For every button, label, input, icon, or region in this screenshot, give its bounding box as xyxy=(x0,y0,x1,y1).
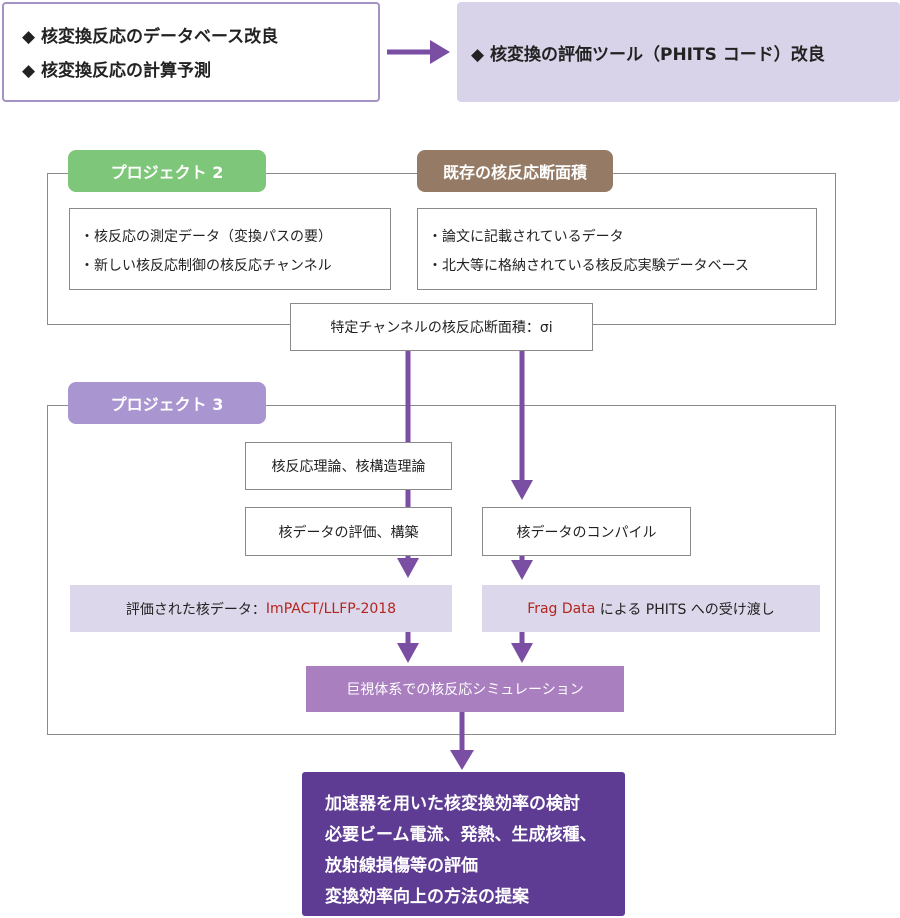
evaluated-data-name: ImPACT/LLFP-2018 xyxy=(265,600,397,617)
existing-tab-label: 既存の核反応断面積 xyxy=(442,163,587,182)
evaluated-prefix: 評価された核データ： xyxy=(125,601,266,618)
final-line-3: 放射線損傷等の評価 xyxy=(325,856,478,876)
project3-frame xyxy=(47,405,836,735)
top-right-tool-box: ◆ 核変換の評価ツール（PHITS コード）改良 xyxy=(457,2,900,102)
final-line-2: 必要ビーム電流、発熱、生成核種、 xyxy=(325,825,597,845)
simulation-label: 巨視体系での核反応シミュレーション xyxy=(346,682,584,698)
evaluated-data-box: 評価された核データ：ImPACT/LLFP-2018 xyxy=(70,585,452,632)
compile-label: 核データのコンパイル xyxy=(516,524,657,541)
project2-item-measurement: ・核反応の測定データ（変換パスの要） xyxy=(80,229,332,245)
goal-item-database: ◆ 核変換反応のデータベース改良 xyxy=(22,27,279,47)
existing-item-papers: ・論文に記載されているデータ xyxy=(428,229,624,245)
theory-label: 核反応理論、核構造理論 xyxy=(271,459,426,475)
arrow-right-head xyxy=(511,480,533,500)
arrow-eval-sim-head xyxy=(397,643,419,663)
existing-cross-section-tab: 既存の核反応断面積 xyxy=(417,150,613,192)
final-results-box: 加速器を用いた核変換効率の検討 必要ビーム電流、発熱、生成核種、 放射線損傷等の… xyxy=(302,772,625,916)
arrow-compile-head xyxy=(511,560,533,580)
theory-box: 核反応理論、核構造理論 xyxy=(245,442,452,490)
frag-data-box: Frag Data による PHITS への受け渡し xyxy=(482,585,820,632)
project2-tab-label: プロジェクト 2 xyxy=(110,163,224,182)
project2-list-box: ・核反応の測定データ（変換パスの要） ・新しい核反応制御の核反応チャンネル xyxy=(69,208,391,290)
project3-tab: プロジェクト 3 xyxy=(68,382,266,424)
project2-item-channel: ・新しい核反応制御の核反応チャンネル xyxy=(80,258,332,274)
tool-improvement-text: ◆ 核変換の評価ツール（PHITS コード）改良 xyxy=(471,44,825,65)
project3-tab-label: プロジェクト 3 xyxy=(110,395,224,414)
evaluation-label: 核データの評価、構築 xyxy=(278,524,419,541)
evaluation-box: 核データの評価、構築 xyxy=(245,507,452,556)
existing-list-box: ・論文に記載されているデータ ・北大等に格納されている核反応実験データベース xyxy=(417,208,817,290)
final-line-1: 加速器を用いた核変換効率の検討 xyxy=(325,794,580,814)
frag-data-name: Frag Data xyxy=(527,600,596,617)
goal-item-prediction: ◆ 核変換反応の計算予測 xyxy=(22,61,211,81)
frag-data-suffix: による PHITS への受け渡し xyxy=(595,601,775,618)
compile-box: 核データのコンパイル xyxy=(482,507,691,556)
cross-section-label: 特定チャンネルの核反応断面積：σi xyxy=(330,320,553,336)
existing-item-database: ・北大等に格納されている核反応実験データベース xyxy=(428,258,749,274)
arrow-frag-sim-head xyxy=(511,643,533,663)
arrow-sim-final-head xyxy=(450,750,474,770)
final-line-4: 変換効率向上の方法の提案 xyxy=(325,887,529,907)
cross-section-box: 特定チャンネルの核反応断面積：σi xyxy=(290,303,593,351)
project2-tab: プロジェクト 2 xyxy=(68,150,266,192)
arrow-top-right-head xyxy=(430,40,450,64)
top-left-goals-box: ◆ 核変換反応のデータベース改良 ◆ 核変換反応の計算予測 xyxy=(2,2,380,102)
arrow-left-head xyxy=(397,558,419,578)
simulation-box: 巨視体系での核反応シミュレーション xyxy=(306,666,624,712)
